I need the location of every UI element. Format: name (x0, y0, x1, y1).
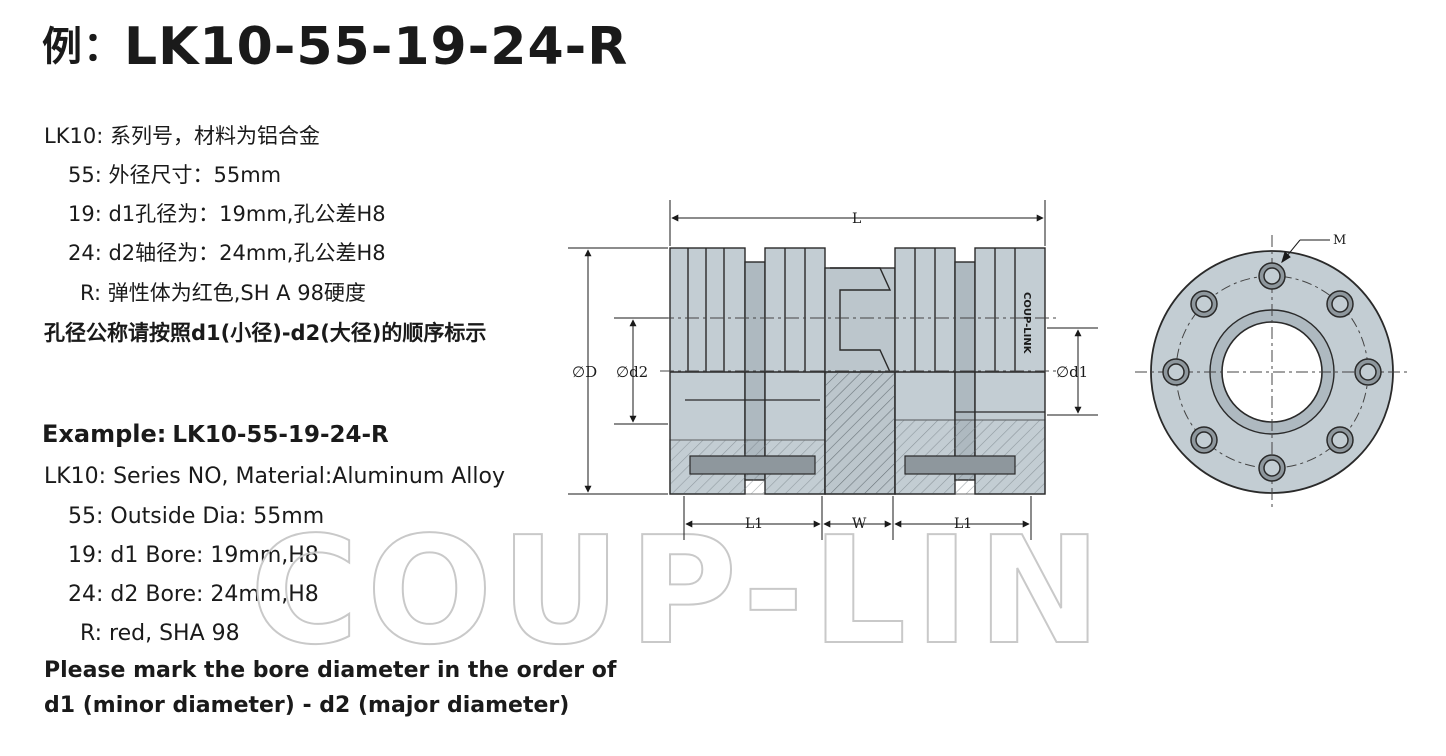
centerlines (660, 317, 1060, 372)
watermark-text: COUP-LINK (250, 520, 1110, 660)
cn-spec-elastomer: R: 弹性体为红色,SH A 98硬度 (80, 281, 366, 305)
dimension-L (669, 200, 1046, 246)
label-d1: ∅d1 (1056, 363, 1088, 381)
label-L1-left: L1 (745, 516, 763, 532)
dimension-D (568, 247, 668, 495)
en-spec-series: LK10: Series NO, Material:Aluminum Alloy (44, 464, 505, 489)
bolt-hole-bottom-right (1326, 426, 1354, 454)
cn-spec-d2: 24: d2轴径为：24mm,孔公差H8 (68, 241, 386, 265)
en-spec-elastomer: R: red, SHA 98 (80, 621, 240, 646)
dimension-d2 (614, 317, 668, 425)
front-view-drawing: M (1135, 233, 1410, 510)
label-W: W (852, 516, 867, 532)
bolt-hole-top (1258, 262, 1286, 290)
cn-spec-d1: 19: d1孔径为：19mm,孔公差H8 (68, 202, 386, 226)
example-code: LK10-55-19-24-R (172, 422, 389, 448)
en-bore-note-line2: d1 (minor diameter) - d2 (major diameter… (44, 693, 570, 718)
cn-spec-series: LK10: 系列号，材料为铝合金 (44, 124, 320, 148)
label-M: M (1333, 233, 1346, 248)
dimension-L1-W-L1 (683, 496, 1032, 540)
side-view-drawing: L ∅D ∅d2 ∅d1 L1 W L1 COUP-LINK (568, 200, 1098, 540)
cn-bore-note: 孔径公称请按照d1(小径)-d2(大径)的顺序标示 (44, 321, 487, 345)
body-mark: COUP-LINK (1021, 292, 1032, 355)
label-d2: ∅d2 (616, 363, 648, 381)
bolt-hole-top-left (1190, 290, 1218, 318)
page-title: 例：LK10-55-19-24-R (42, 14, 628, 77)
leader-M (1281, 239, 1330, 264)
bolt-hole-bottom (1258, 454, 1286, 482)
label-D: ∅D (572, 363, 597, 381)
cn-spec-outer-dia: 55: 外径尺寸：55mm (68, 163, 282, 187)
bolt-hole-right (1354, 358, 1382, 386)
bolt-hole-left (1162, 358, 1190, 386)
en-spec-d2: 24: d2 Bore: 24mm,H8 (68, 582, 319, 607)
watermark: COUP-LINK (250, 520, 1110, 660)
dimension-d1 (1047, 327, 1098, 416)
en-spec-d1: 19: d1 Bore: 19mm,H8 (68, 543, 319, 568)
section-view (669, 371, 1046, 495)
en-bore-note-line1: Please mark the bore diameter in the ord… (44, 658, 617, 683)
bolt-holes (1162, 262, 1382, 482)
title-code: LK10-55-19-24-R (124, 17, 629, 77)
example-heading: Example:LK10-55-19-24-R (42, 420, 389, 448)
example-label: Example: (42, 420, 167, 448)
bolt-hole-top-right (1326, 290, 1354, 318)
label-L: L (852, 211, 861, 227)
en-spec-outer-dia: 55: Outside Dia: 55mm (68, 504, 325, 529)
bolt-hole-bottom-left (1190, 426, 1218, 454)
title-prefix: 例： (42, 24, 124, 70)
label-L1-right: L1 (954, 516, 972, 532)
